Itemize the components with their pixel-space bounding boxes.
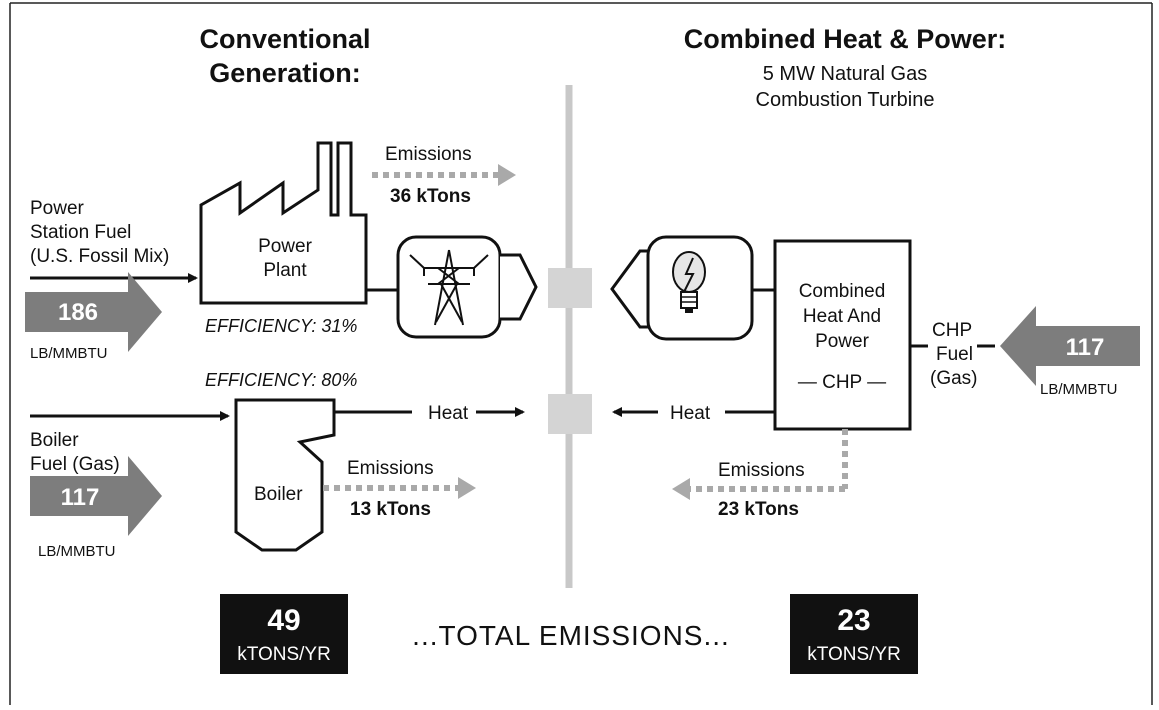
- right-subheading-line2: Combustion Turbine: [756, 89, 935, 111]
- boiler-icon: [234, 398, 336, 552]
- chp-fuel-label-line1: CHP: [932, 320, 972, 341]
- power-emissions-label: Emissions: [385, 144, 472, 165]
- power-fuel-unit: LB/MMBTU: [30, 345, 108, 362]
- total-conventional-value: 49: [267, 604, 300, 637]
- boiler-fuel-gray-arrow: [30, 456, 162, 536]
- chp-unit-label-line4: — CHP —: [798, 372, 886, 393]
- chp-fuel-value: 117: [1066, 334, 1105, 361]
- chp-emissions-value: 23 kTons: [718, 499, 799, 520]
- right-subheading-line1: 5 MW Natural Gas: [763, 63, 927, 85]
- chp-unit-label-line1: Combined: [799, 281, 886, 302]
- total-conventional-unit: kTONS/YR: [237, 644, 331, 665]
- boiler-fuel-label-line2: Fuel (Gas): [30, 454, 120, 475]
- power-plant-label-line2: Plant: [263, 260, 307, 281]
- right-heading: Combined Heat & Power:: [684, 24, 1007, 54]
- power-fuel-value: 186: [58, 299, 98, 326]
- light-bulb-icon: [672, 251, 706, 313]
- chp-fuel-gray-arrow: [1000, 306, 1140, 386]
- total-chp-value: 23: [837, 604, 870, 637]
- divider-junction-heat: [548, 394, 592, 434]
- divider-junction-power: [548, 268, 592, 308]
- boiler-fuel-value: 117: [61, 484, 100, 511]
- boiler-emissions-arrowhead: [458, 477, 476, 499]
- chp-unit-box: [773, 239, 912, 431]
- power-plant-label-line1: Power: [258, 236, 313, 257]
- chp-emissions-label: Emissions: [718, 460, 805, 481]
- power-plant-efficiency: EFFICIENCY: 31%: [205, 316, 357, 336]
- transmission-tower-icon: [409, 249, 489, 326]
- total-chp-unit: kTONS/YR: [807, 644, 901, 665]
- power-fuel-label-line1: Power: [30, 198, 85, 219]
- total-chp-box: [790, 594, 918, 674]
- boiler-fuel-label-line1: Boiler: [30, 430, 79, 451]
- power-fuel-label-line3: (U.S. Fossil Mix): [30, 246, 169, 267]
- chp-heat-label: Heat: [670, 403, 711, 424]
- boiler-fuel-unit: LB/MMBTU: [38, 543, 116, 560]
- boiler-heat-label: Heat: [428, 403, 469, 424]
- boiler-efficiency: EFFICIENCY: 80%: [205, 370, 357, 390]
- left-heading-line2: Generation:: [209, 58, 361, 88]
- power-emissions-value: 36 kTons: [390, 186, 471, 207]
- boiler-emissions-value: 13 kTons: [350, 499, 431, 520]
- power-fuel-label-line2: Station Fuel: [30, 222, 131, 243]
- transmission-box-arrow-tip: [500, 253, 538, 321]
- chp-fuel-label-line2: Fuel: [936, 344, 973, 365]
- total-conventional-box: [220, 594, 348, 674]
- total-emissions-caption: ...TOTAL EMISSIONS...: [412, 620, 730, 651]
- boiler-label: Boiler: [254, 484, 303, 505]
- chp-fuel-label-line3: (Gas): [930, 368, 978, 389]
- left-heading-line1: Conventional: [199, 24, 370, 54]
- power-emissions-arrowhead: [498, 164, 516, 186]
- power-fuel-gray-arrow: [25, 272, 162, 352]
- chp-unit-label-line3: Power: [815, 331, 870, 352]
- chp-fuel-unit: LB/MMBTU: [1040, 381, 1118, 398]
- power-plant-icon: [199, 141, 368, 305]
- boiler-emissions-label: Emissions: [347, 458, 434, 479]
- chp-emissions-arrowhead: [672, 478, 690, 500]
- chp-unit-label-line2: Heat And: [803, 306, 881, 327]
